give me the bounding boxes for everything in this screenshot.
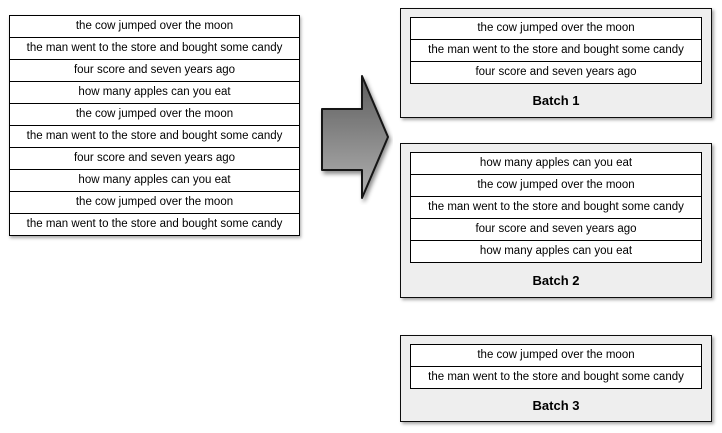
batch-2-label: Batch 2 — [532, 272, 580, 288]
batch-1-label: Batch 1 — [532, 93, 580, 108]
sentence-row: the man went to the store and bought som… — [411, 197, 701, 219]
sentence-row: four score and seven years ago — [411, 219, 701, 241]
sentence-row: the cow jumped over the moon — [10, 104, 299, 126]
sentence-row: four score and seven years ago — [10, 148, 299, 170]
batch-3-box: the cow jumped over the moon the man wen… — [400, 335, 712, 422]
batch-1-box: the cow jumped over the moon the man wen… — [400, 8, 712, 118]
batch-2-sentence-table: how many apples can you eat the cow jump… — [410, 152, 702, 263]
sentence-row: the cow jumped over the moon — [10, 192, 299, 214]
right-arrow-icon — [317, 71, 393, 205]
sentence-row: the man went to the store and bought som… — [26, 218, 283, 230]
batch-3-label: Batch 3 — [532, 397, 580, 413]
sentence-row: the cow jumped over the moon — [411, 175, 701, 197]
sentence-row: how many apples can you eat — [479, 245, 633, 257]
sentence-row: how many apples can you eat — [10, 170, 299, 192]
source-sentence-list: the cow jumped over the moon the man wen… — [9, 15, 300, 236]
sentence-row: the cow jumped over the moon — [10, 16, 299, 38]
sentence-row: four score and seven years ago — [475, 66, 637, 78]
sentence-row: the man went to the store and bought som… — [10, 126, 299, 148]
sentence-row: the man went to the store and bought som… — [10, 38, 299, 60]
batch-1-sentence-table: the cow jumped over the moon the man wen… — [410, 17, 702, 84]
batch-2-box: how many apples can you eat the cow jump… — [400, 143, 712, 298]
sentence-row: how many apples can you eat — [411, 153, 701, 175]
sentence-row: four score and seven years ago — [10, 60, 299, 82]
sentence-row: the cow jumped over the moon — [411, 345, 701, 367]
sentence-row: the man went to the store and bought som… — [428, 371, 684, 383]
sentence-row: the man went to the store and bought som… — [411, 40, 701, 62]
sentence-row: the cow jumped over the moon — [411, 18, 701, 40]
batch-3-sentence-table: the cow jumped over the moon the man wen… — [410, 344, 702, 389]
sentence-row: how many apples can you eat — [10, 82, 299, 104]
